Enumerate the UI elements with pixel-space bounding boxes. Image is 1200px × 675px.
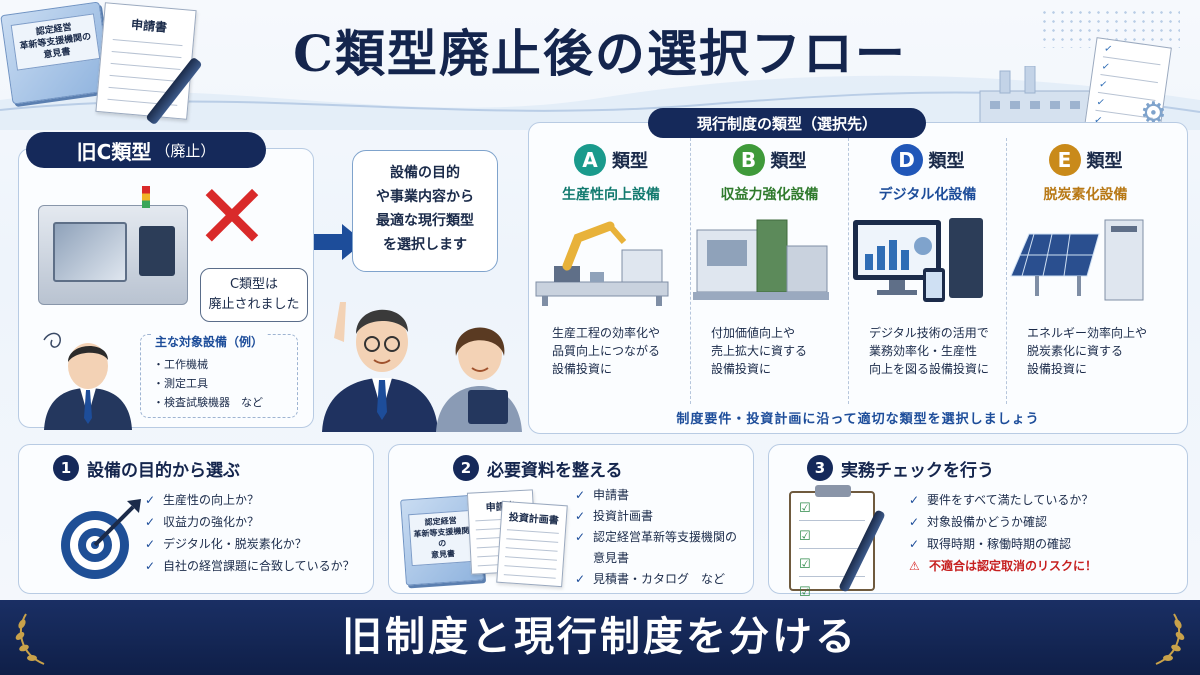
list-item: ・測定工具 xyxy=(153,377,208,390)
check-item: 申請書 xyxy=(575,485,737,506)
signal-light-icon xyxy=(142,186,150,208)
type-badge-b: B xyxy=(732,144,765,176)
type-card-a: A 類型 生産性向上設備 生産工程の効率化や 品質向上につながる 設備投資に xyxy=(532,138,690,404)
warning-note: 不適合は認定取消のリスクに！ xyxy=(909,555,1097,577)
check-item: 自社の経営課題に合致しているか？ xyxy=(145,555,355,577)
step-card-1: 1 設備の目的から選ぶ 生産性の向上か？ 収益力の強化か？ デジタル化・脱炭素化… xyxy=(18,444,374,594)
check-item: デジタル化・脱炭素化か？ xyxy=(145,533,355,555)
bottom-banner xyxy=(0,600,1200,675)
check-item: 生産性の向上か？ xyxy=(145,489,355,511)
check-item: 対象設備かどうか確認 xyxy=(909,511,1097,533)
target-icon xyxy=(61,499,141,579)
advisors-illustration xyxy=(322,302,522,432)
list-item: ・検査試験機器 など xyxy=(153,396,263,409)
check-item: 収益力の強化か？ xyxy=(145,511,355,533)
packaging-machine-icon xyxy=(693,219,829,300)
step-title: 必要資料を整える xyxy=(487,460,623,481)
machine-tool-illustration xyxy=(38,205,188,305)
type-name: デジタル化設備 xyxy=(878,187,977,203)
investment-plan-icon: 投資計画書 xyxy=(496,500,568,588)
banner-title: 旧制度と現行制度を分ける xyxy=(342,613,858,660)
advice-bubble: 設備の目的 や事業内容から 最適な現行類型 を選択します xyxy=(352,150,498,272)
type-card-e: E 類型 脱炭素化設備 エネルギー効率向上や 脱炭素化に資する 設備投資に xyxy=(1006,138,1164,404)
check-item: 見積書・カタログ など xyxy=(575,569,737,590)
factory-icon xyxy=(979,66,1091,126)
type-badge-e: E xyxy=(1048,144,1081,176)
type-name: 収益力強化設備 xyxy=(720,187,819,203)
computer-monitor-icon xyxy=(853,218,983,302)
type-badge-a: A xyxy=(574,144,606,176)
check-item: 認定経営革新等支援機関の 意見書 xyxy=(575,527,737,569)
cross-icon: ✕ xyxy=(194,165,270,270)
type-name: 生産性向上設備 xyxy=(562,187,660,203)
list-item: ・工作機械 xyxy=(153,358,208,371)
step-card-3: 3 実務チェックを行う 要件をすべて満たしているか？ 対象設備かどうか確認 取得… xyxy=(768,444,1188,605)
step-number: 2 xyxy=(453,455,479,481)
type-name: 脱炭素化設備 xyxy=(1043,187,1128,203)
step-title: 実務チェックを行う xyxy=(841,460,994,481)
laurel-left-icon xyxy=(15,613,45,665)
page-title: C類型廃止後の選択フロー xyxy=(293,24,907,83)
current-types-header: 現行制度の類型（選択先） xyxy=(648,108,926,138)
abolished-bubble: C類型は 廃止されました xyxy=(200,268,308,322)
type-card-b: B 類型 収益力強化設備 付加価値向上や 売上拡大に資する 設備投資に xyxy=(690,138,848,404)
check-item: 要件をすべて満たしているか？ xyxy=(909,489,1097,511)
selection-note: 制度要件・投資計画に沿って適切な類型を選択しましょう xyxy=(676,412,1040,427)
target-equipment-list: 主な対象設備（例） ・工作機械 ・測定工具 ・検査試験機器 など xyxy=(140,333,298,418)
type-card-d: D 類型 デジタル化設備 デジタル技術の活用で 業務効率化・生産性 向上を図る設… xyxy=(848,138,1006,404)
step-title: 設備の目的から選ぶ xyxy=(87,460,240,481)
check-item: 取得時期・稼働時期の確認 xyxy=(909,533,1097,555)
step-number: 1 xyxy=(53,455,79,481)
arrow-right-icon xyxy=(314,224,364,260)
robot-arm-icon xyxy=(535,221,669,306)
laurel-right-icon xyxy=(1155,613,1185,665)
check-item: 投資計画書 xyxy=(575,506,737,527)
solar-panel-icon xyxy=(1010,219,1144,301)
step-number: 3 xyxy=(807,455,833,481)
step-card-2: 2 必要資料を整える 認定経営 革新等支援機関の 意見書 申請書 投資計画書 申… xyxy=(388,444,754,594)
type-badge-d: D xyxy=(890,144,923,176)
worried-person-illustration xyxy=(43,332,132,430)
old-type-header: 旧C類型 （廃止） xyxy=(26,132,266,168)
